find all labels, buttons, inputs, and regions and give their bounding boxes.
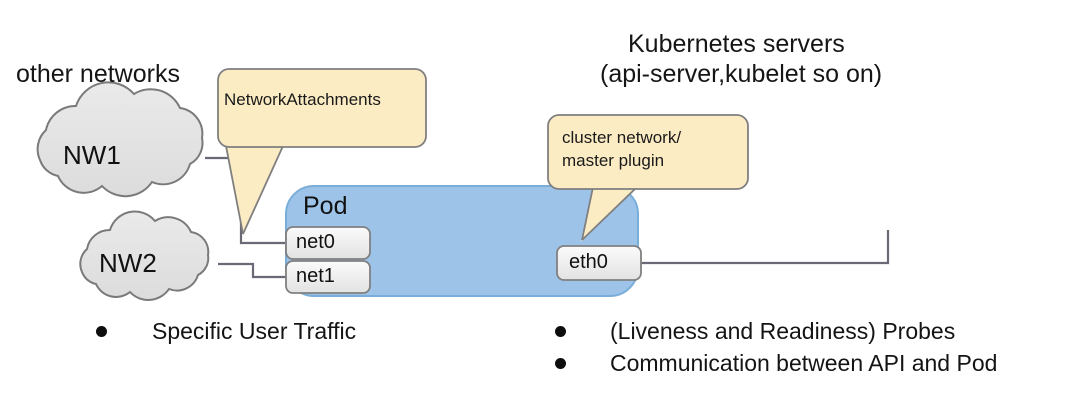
callout-cluster-network-line2: master plugin — [562, 151, 665, 170]
cloud-nw2 — [79, 210, 210, 301]
interface-label-eth0: eth0 — [569, 251, 608, 273]
callout-cluster-network-line1: cluster network/ — [562, 128, 682, 147]
interface-label-net0: net0 — [296, 231, 335, 253]
interface-box-net0[interactable] — [285, 226, 371, 260]
interface-box-eth0[interactable] — [556, 245, 642, 281]
cloud-nw1 — [36, 81, 204, 198]
interface-label-net1: net1 — [296, 265, 335, 287]
bullet-dot-right-1 — [555, 358, 566, 369]
cloud-label-nw1: NW1 — [63, 140, 121, 170]
connector-nw2-net1 — [218, 262, 288, 279]
bullet-dot-right-0 — [555, 326, 566, 337]
pod-label: Pod — [303, 192, 348, 220]
callout-cluster-network-shape — [547, 114, 749, 242]
bullet-right-0: (Liveness and Readiness) Probes — [610, 318, 956, 344]
kubernetes-servers-title-line2: (api-server,kubelet so on) — [600, 60, 883, 88]
cloud-label-nw2: NW2 — [99, 248, 157, 278]
callout-network-attachments-label: NetworkAttachments — [224, 90, 381, 109]
callout-network-attachments-shape — [217, 68, 427, 236]
connector-eth0-servers — [638, 230, 890, 265]
bullet-left-0: Specific User Traffic — [152, 318, 357, 344]
kubernetes-servers-title-line1: Kubernetes servers — [628, 30, 845, 58]
other-networks-label: other networks — [16, 60, 180, 88]
bullet-dot-left-0 — [96, 326, 107, 337]
bullet-right-1: Communication between API and Pod — [610, 350, 998, 376]
interface-box-net1[interactable] — [285, 260, 371, 294]
